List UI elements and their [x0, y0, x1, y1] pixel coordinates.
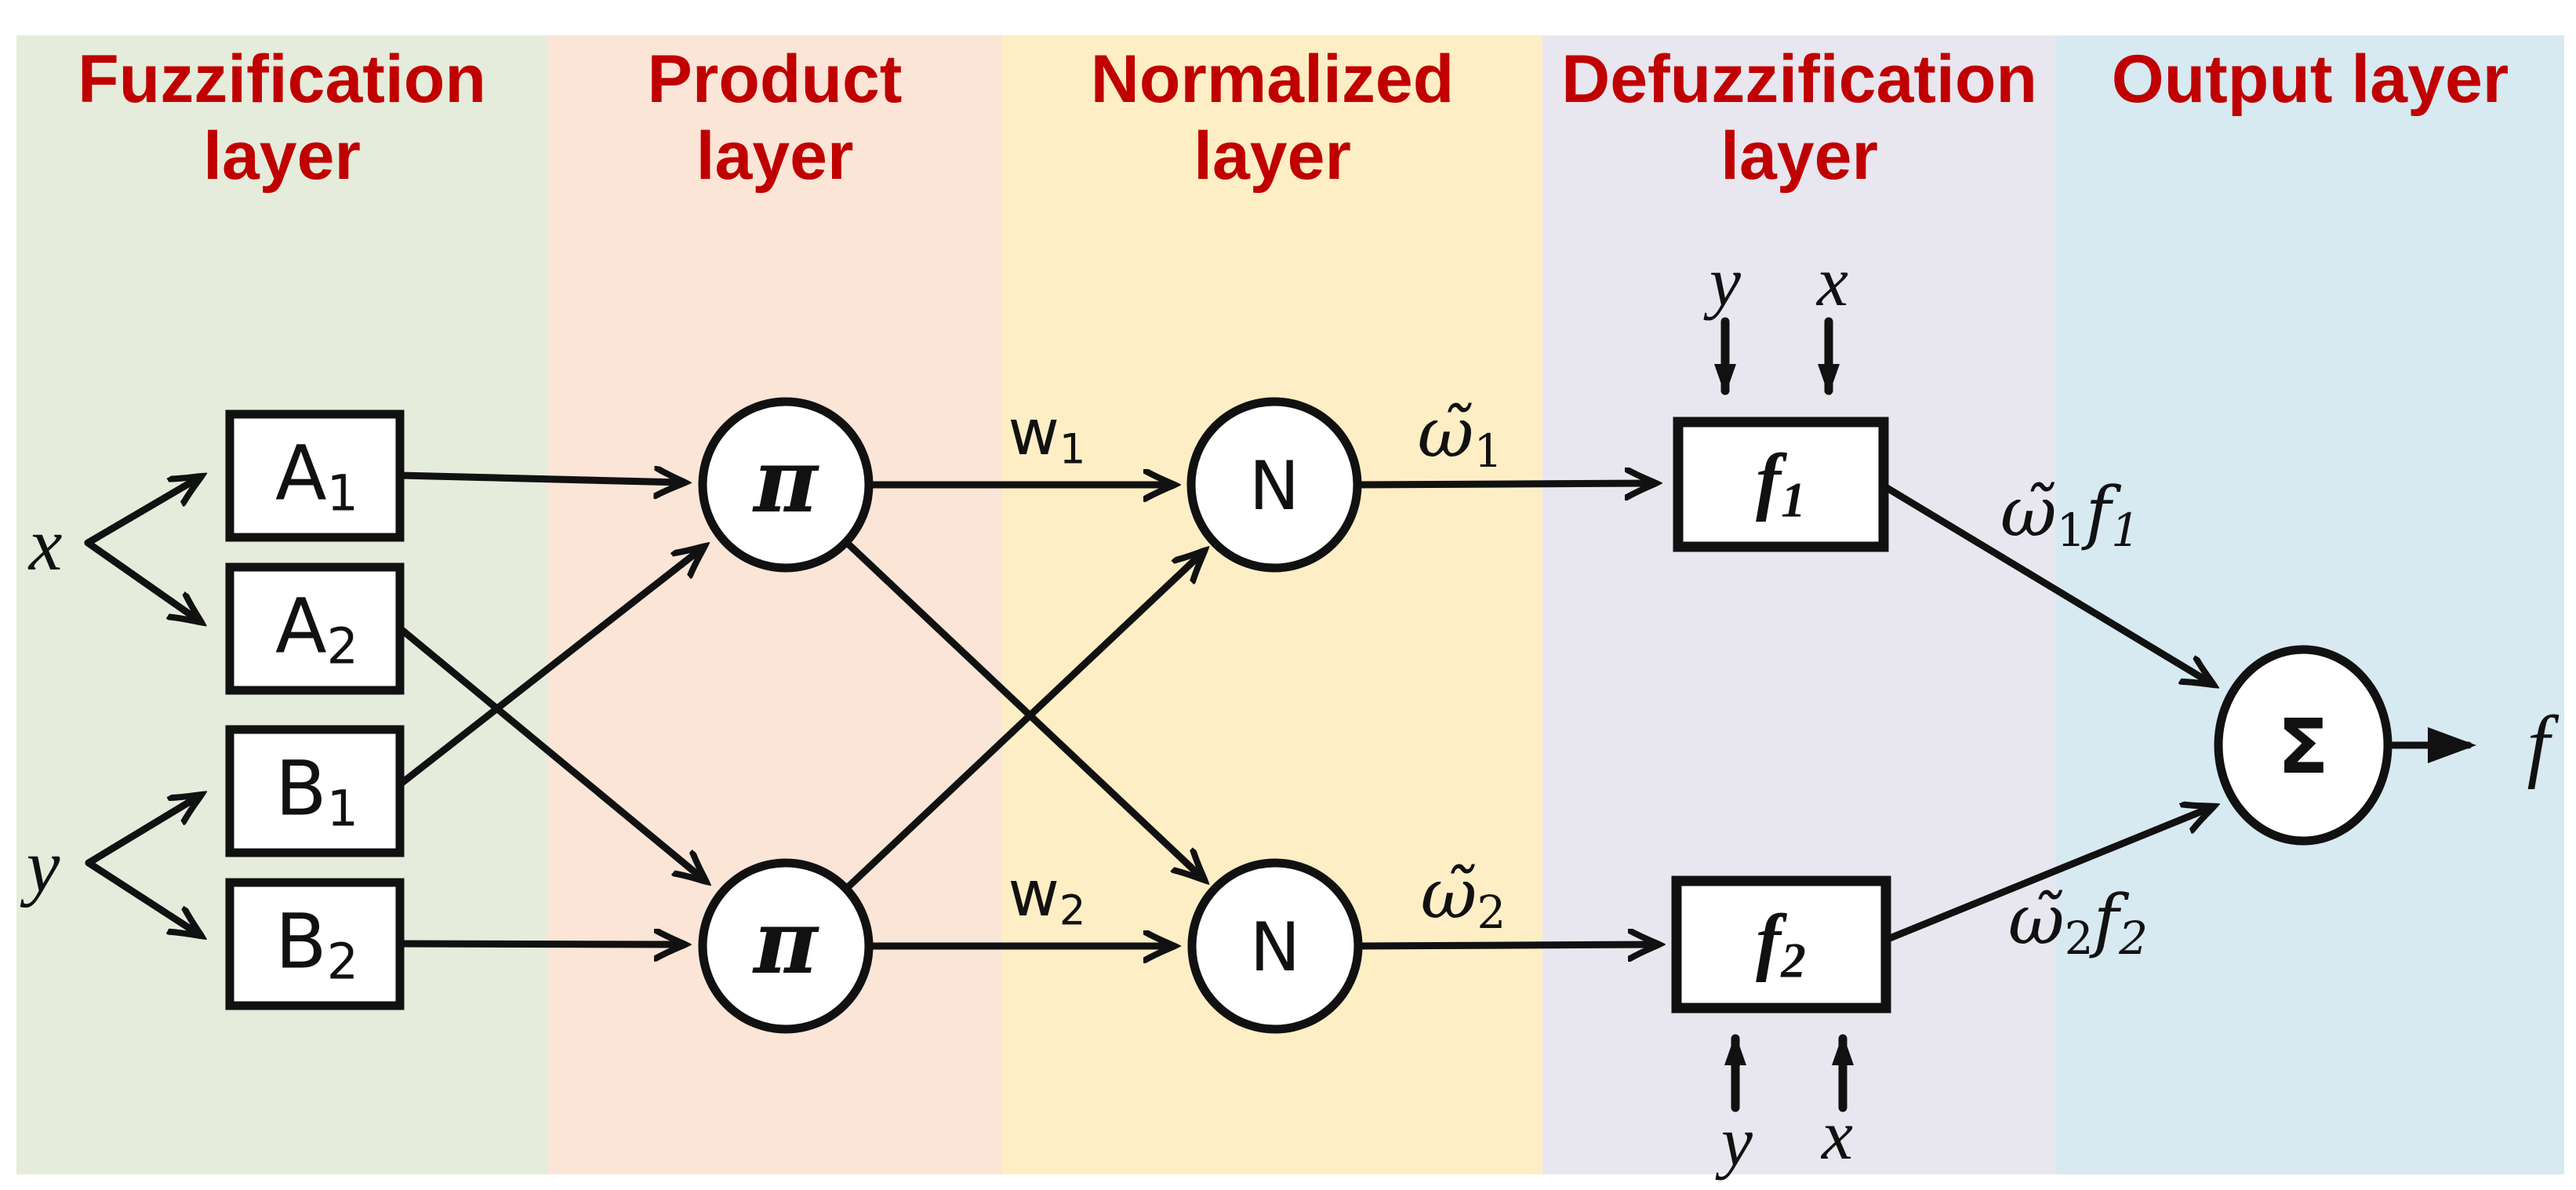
node-a2-box: [225, 562, 405, 695]
node-b2-box: [225, 878, 405, 1010]
f1-input-y-label: y: [1709, 243, 1741, 321]
node-f1-box: [1673, 417, 1889, 552]
header-normalized-layer: Normalized layer: [1002, 41, 1542, 195]
edge-x-to-a1: [84, 479, 198, 547]
edge-pi1-to-n2: [841, 537, 1201, 877]
node-f2-label: f2: [1756, 898, 1806, 988]
f2-input-x-label: x: [1822, 1097, 1853, 1174]
node-sigma-circle: [2214, 645, 2393, 846]
node-n1-circle: [1186, 397, 1362, 573]
node-n2-circle: [1187, 858, 1363, 1034]
output-f-label: f: [2527, 700, 2550, 790]
band-output-layer: [2056, 35, 2564, 1174]
node-sigma-label: Σ: [2277, 703, 2329, 791]
edge-omega2f2-label: ω̃2f2: [2007, 879, 2149, 965]
node-n2-label: N: [1249, 908, 1301, 987]
node-pi2-circle: [698, 858, 874, 1034]
node-a1-box: [225, 409, 405, 542]
f1-input-x-label: x: [1817, 243, 1848, 321]
header-line: Fuzzification: [78, 42, 486, 117]
header-line: layer: [1194, 118, 1351, 194]
edge-omega2-label: ω̃2: [1420, 853, 1506, 939]
edge-y-to-b2: [85, 859, 198, 933]
edge-f1-to-sigma: [1880, 482, 2210, 682]
edge-a1-to-pi1: [396, 475, 681, 482]
node-pi1-label: π: [754, 430, 818, 533]
edge-y-to-b1: [85, 797, 198, 867]
node-b1-label: B1: [274, 744, 359, 838]
node-a2-label: A2: [275, 582, 358, 675]
edge-omega1-label: ω̃1: [1417, 392, 1503, 478]
node-b2-label: B2: [274, 897, 359, 991]
edge-n2-to-f2: [1354, 944, 1655, 946]
node-f2-box: [1671, 875, 1891, 1014]
node-n1-label: N: [1248, 447, 1300, 526]
node-f1-label: f1: [1756, 438, 1806, 528]
header-line: layer: [696, 118, 854, 194]
edge-omega1f1-label: ω̃1f1: [2000, 471, 2141, 557]
edge-w1-label: w1: [1008, 395, 1086, 474]
header-product-layer: Product layer: [547, 41, 1002, 195]
node-pi2-label: π: [754, 891, 818, 994]
edge-pi2-to-n1: [841, 554, 1201, 893]
header-line: Output layer: [2111, 42, 2509, 117]
header-fuzzification-layer: Fuzzification layer: [16, 41, 547, 195]
header-line: Product: [647, 42, 903, 117]
header-line: Defuzzification: [1561, 42, 2037, 117]
edge-x-to-a2: [84, 539, 198, 620]
header-line: layer: [203, 118, 361, 194]
edge-f2-to-sigma: [1882, 808, 2210, 944]
edge-w2-label: w2: [1008, 857, 1086, 935]
input-x-label: x: [28, 502, 63, 586]
input-y-label: y: [26, 824, 60, 908]
header-line: Normalized: [1090, 42, 1455, 117]
header-defuzzification-layer: Defuzzification layer: [1542, 41, 2056, 195]
edge-n1-to-f1: [1353, 483, 1651, 485]
node-b1-box: [225, 725, 405, 857]
node-a1-label: A1: [275, 429, 358, 522]
edge-a2-to-pi2: [396, 624, 703, 879]
node-pi1-circle: [698, 397, 874, 573]
header-line: layer: [1720, 118, 1878, 194]
edge-b1-to-pi1: [396, 549, 701, 788]
f2-input-y-label: y: [1721, 1103, 1753, 1181]
header-output-layer: Output layer: [2056, 41, 2564, 118]
